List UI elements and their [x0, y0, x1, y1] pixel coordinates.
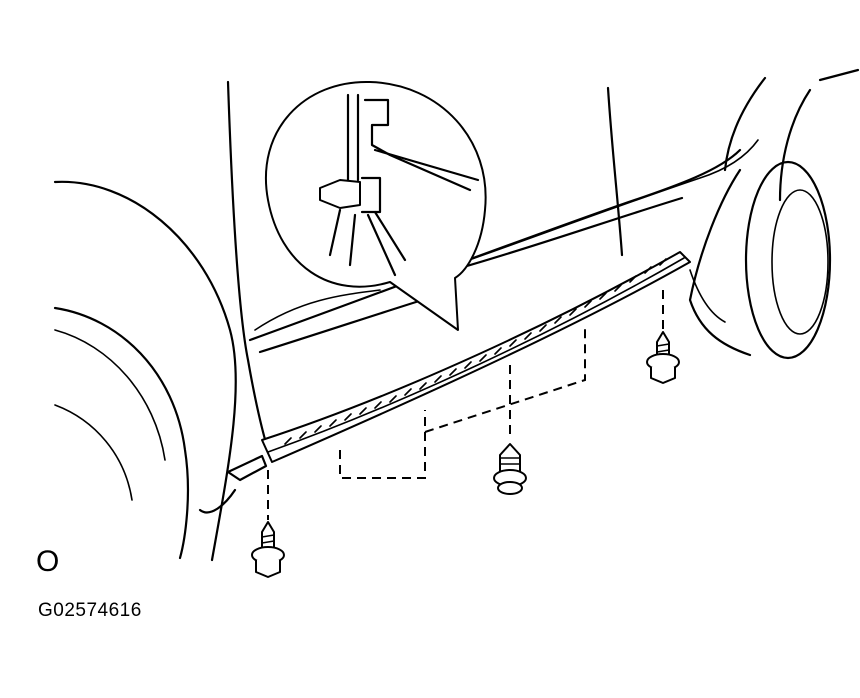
vehicle-body — [226, 80, 759, 452]
figure-code-label: G02574616 — [38, 600, 142, 621]
tapping-screw-rear — [646, 331, 680, 384]
rear-wheel — [688, 68, 860, 360]
tapping-screw-front — [251, 521, 285, 578]
view-letter-label: O — [36, 545, 60, 578]
detail-callout — [265, 80, 487, 331]
front-fender — [53, 180, 237, 562]
leader-lines — [267, 290, 664, 520]
moulding-rib-pattern — [284, 258, 667, 445]
rocker-panel-moulding — [226, 251, 691, 482]
moulding-clip — [493, 443, 527, 495]
callout-clip-detail — [319, 93, 480, 277]
